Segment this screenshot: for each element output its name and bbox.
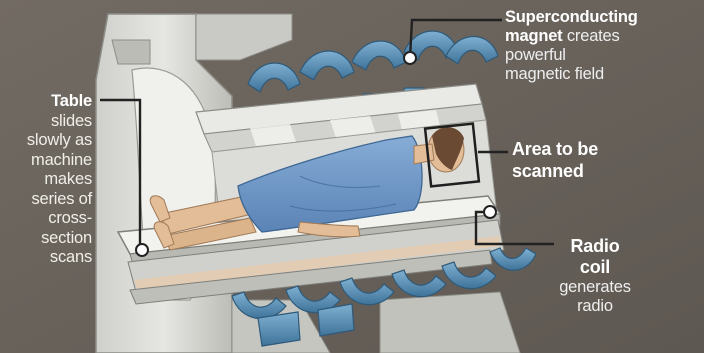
magnet-label: Superconducting magnet creates powerful …	[505, 8, 697, 84]
magnet-line3: powerful	[505, 46, 697, 65]
scan-area-line2: scanned	[512, 160, 662, 182]
radio-line2: coil	[520, 257, 670, 278]
radio-line4: radio	[520, 297, 670, 316]
table-line5: makes	[0, 170, 92, 190]
table-line2: slides	[0, 112, 92, 132]
magnet-title-line1: Superconducting	[505, 8, 697, 27]
table-line6: series of	[0, 190, 92, 210]
radio-coil-marker-icon	[484, 206, 496, 218]
table-label: Table slides slowly as machine makes ser…	[0, 92, 92, 268]
magnet-title-line2: magnet	[505, 27, 562, 45]
radio-line3: generates	[520, 278, 670, 297]
table-line3: slowly as	[0, 131, 92, 151]
table-line4: machine	[0, 151, 92, 171]
radio-line1: Radio	[520, 236, 670, 257]
magnet-line4: magnetic field	[505, 65, 697, 84]
radio-coil-label: Radio coil generates radio	[520, 236, 670, 316]
table-line9: scans	[0, 248, 92, 268]
table-line8: section	[0, 229, 92, 249]
magnet-marker-icon	[404, 52, 416, 64]
magnet-rest-line2: creates	[562, 27, 619, 45]
table-line1: Table	[0, 92, 92, 112]
table-line7: cross-	[0, 209, 92, 229]
scan-area-label: Area to be scanned	[512, 138, 662, 182]
magnet-line2: magnet creates	[505, 27, 697, 46]
table-marker-icon	[136, 244, 148, 256]
scan-area-line1: Area to be	[512, 138, 662, 160]
